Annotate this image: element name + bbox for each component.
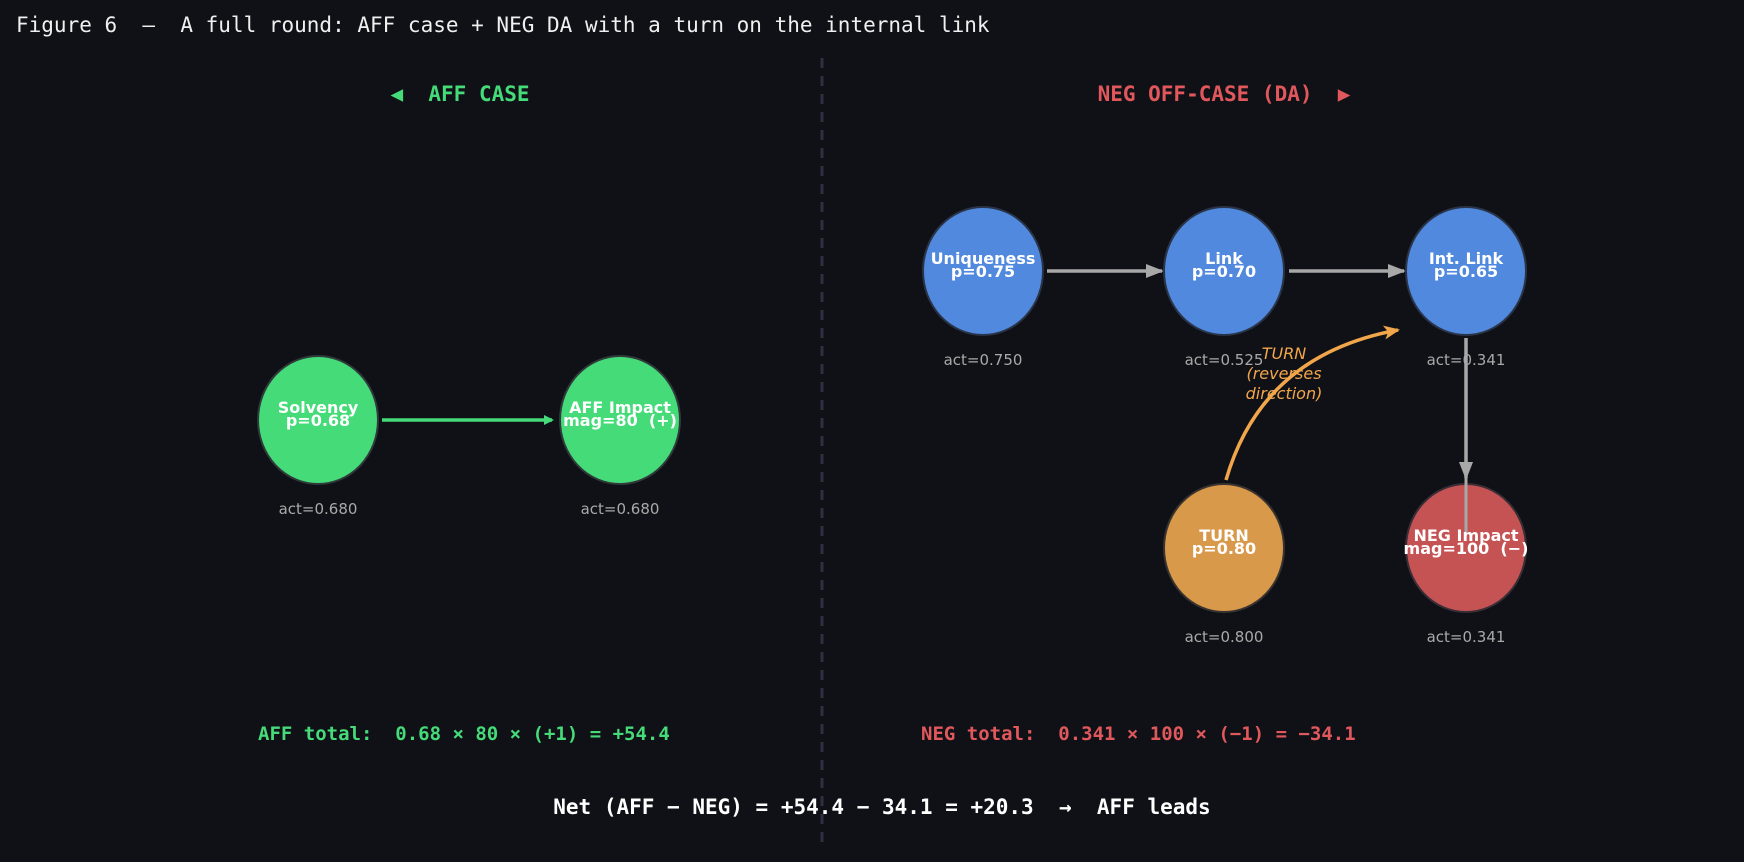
node-link-value: p=0.70 bbox=[1192, 262, 1256, 281]
node-int-link-value: p=0.65 bbox=[1434, 262, 1498, 281]
node-aff-impact-value: mag=80 (+) bbox=[563, 411, 677, 430]
turn-annotation-line-2: (reverses bbox=[1246, 364, 1321, 383]
node-neg-impact: NEG Impact mag=100 (−) bbox=[1404, 483, 1529, 613]
node-aff-impact-name: AFF Impact bbox=[569, 398, 671, 417]
edge-turn-to-int-link bbox=[1224, 325, 1400, 481]
node-uniqueness-activation: act=0.750 bbox=[944, 351, 1023, 369]
node-solvency-activation: act=0.680 bbox=[279, 500, 358, 518]
turn-annotation-line-3: direction) bbox=[1246, 384, 1323, 403]
node-link-name: Link bbox=[1205, 249, 1243, 268]
neg-total: NEG total: 0.341 × 100 × (−1) = −34.1 bbox=[921, 723, 1356, 745]
node-turn-name: TURN bbox=[1199, 526, 1249, 545]
node-turn: TURN p=0.80 bbox=[1163, 483, 1285, 613]
node-solvency: Solvency p=0.68 bbox=[257, 355, 379, 485]
neg-offcase-header: NEG OFF-CASE (DA) ▶ bbox=[1098, 82, 1351, 106]
aff-case-header: ◀ AFF CASE bbox=[390, 82, 529, 106]
node-link: Link p=0.70 bbox=[1163, 206, 1285, 336]
node-uniqueness-name: Uniqueness bbox=[931, 249, 1036, 268]
node-neg-impact-value: mag=100 (−) bbox=[1404, 539, 1529, 558]
node-uniqueness-value: p=0.75 bbox=[951, 262, 1015, 281]
node-solvency-name: Solvency bbox=[278, 398, 359, 417]
node-int-link-name: Int. Link bbox=[1429, 249, 1504, 268]
node-neg-impact-name: NEG Impact bbox=[1413, 526, 1518, 545]
node-solvency-value: p=0.68 bbox=[286, 411, 350, 430]
turn-annotation-line-1: TURN bbox=[1262, 344, 1307, 363]
node-link-activation: act=0.525 bbox=[1185, 351, 1264, 369]
node-turn-activation: act=0.800 bbox=[1185, 628, 1264, 646]
net-result: Net (AFF − NEG) = +54.4 − 34.1 = +20.3 →… bbox=[553, 795, 1210, 819]
node-neg-impact-activation: act=0.341 bbox=[1427, 628, 1506, 646]
node-uniqueness: Uniqueness p=0.75 bbox=[922, 206, 1044, 336]
node-aff-impact-activation: act=0.680 bbox=[581, 500, 660, 518]
node-aff-impact: AFF Impact mag=80 (+) bbox=[559, 355, 681, 485]
node-int-link: Int. Link p=0.65 bbox=[1405, 206, 1527, 336]
aff-total: AFF total: 0.68 × 80 × (+1) = +54.4 bbox=[258, 723, 670, 745]
figure-title: Figure 6 — A full round: AFF case + NEG … bbox=[16, 13, 990, 37]
node-turn-value: p=0.80 bbox=[1192, 539, 1256, 558]
